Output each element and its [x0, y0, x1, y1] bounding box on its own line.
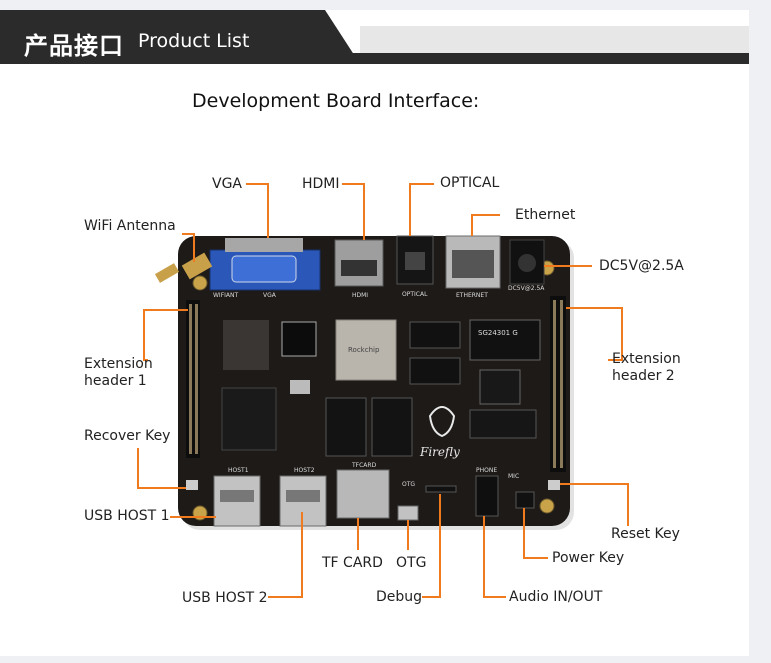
ram-chip-2	[409, 357, 461, 385]
ethernet-transformer	[469, 319, 541, 361]
label-tf-card: TF CARD	[322, 555, 383, 571]
leader-wifi	[182, 233, 195, 262]
silk-host2: HOST2	[294, 467, 315, 474]
recover-key	[186, 480, 198, 490]
content-panel: 产品接口 Product List Development Board Inte…	[0, 10, 749, 656]
wifi-antenna-connector	[181, 252, 213, 280]
silk-host1: HOST1	[228, 467, 249, 474]
silk-tfcard: TFCARD	[351, 462, 377, 469]
label-ethernet: Ethernet	[515, 207, 576, 223]
header-tab	[0, 10, 360, 64]
soc-chip-label: Rockchip	[348, 346, 380, 354]
header-underline	[0, 53, 749, 64]
leader-audio	[483, 516, 506, 598]
label-usb-host-1: USB HOST 1	[84, 508, 170, 524]
leader-vga	[246, 183, 269, 238]
label-debug: Debug	[376, 589, 423, 605]
otg-port	[397, 505, 419, 521]
transformer-label: SG24301 G	[478, 329, 518, 337]
ram-chip-1	[409, 321, 461, 349]
reset-key	[548, 480, 560, 490]
extension-header-2	[550, 296, 566, 472]
silk-wifiant: WIFIANT	[213, 292, 239, 299]
soc-chip	[335, 319, 397, 381]
audio-jack	[475, 475, 499, 517]
label-vga: VGA	[212, 176, 243, 192]
board-diagram: Rockchip SG24301 G Firefly	[137, 183, 629, 598]
label-hdmi: HDMI	[302, 176, 340, 192]
header2-pins	[553, 300, 563, 468]
header-gray-strip	[360, 26, 749, 53]
leader-hdmi	[342, 183, 365, 240]
leader-ext1	[143, 309, 188, 361]
label-usb-host-2: USB HOST 2	[182, 590, 268, 606]
label-otg: OTG	[396, 555, 427, 571]
page-subtitle: Development Board Interface:	[192, 90, 480, 112]
leader-lines	[137, 183, 629, 598]
header-title-cn: 产品接口	[24, 32, 124, 60]
label-ext2-line2: header 2	[612, 368, 675, 384]
firefly-brand: Firefly	[419, 445, 460, 459]
leader-power	[523, 508, 548, 559]
ram-chip-4	[371, 397, 413, 457]
label-ext1-line1: Extension	[84, 356, 153, 372]
wifi-module-chip	[223, 320, 269, 370]
silk-mic: MIC	[508, 473, 519, 480]
silk-otg: OTG	[402, 481, 415, 488]
label-audio: Audio IN/OUT	[509, 589, 603, 605]
emmc-chip	[469, 409, 537, 439]
label-reset-key: Reset Key	[611, 526, 680, 542]
label-ext1-line2: header 1	[84, 373, 147, 389]
ram-chip-3	[325, 397, 367, 457]
leader-ext2	[566, 307, 623, 361]
leader-debug	[422, 494, 441, 598]
pcb	[178, 236, 570, 526]
firefly-logo: Firefly	[419, 406, 460, 459]
silk-phone: PHONE	[476, 467, 497, 474]
label-ext2-line1: Extension	[612, 351, 681, 367]
ethernet-phy-chip	[479, 369, 521, 405]
leader-ethernet	[471, 214, 500, 236]
label-wifi-antenna: WiFi Antenna	[84, 218, 176, 234]
tf-card-slot	[336, 469, 390, 519]
label-power-key: Power Key	[552, 550, 625, 566]
label-optical: OPTICAL	[440, 175, 500, 191]
pmic-area	[221, 387, 277, 451]
debug-header	[425, 485, 457, 493]
header-bar	[0, 10, 749, 64]
silk-hdmi: HDMI	[352, 292, 368, 299]
leader-optical	[409, 183, 434, 236]
leader-reset	[560, 483, 629, 526]
silk-optical: OPTICAL	[402, 291, 428, 298]
header1-pins	[189, 304, 198, 454]
silk-vga: VGA	[263, 292, 277, 299]
leader-usb2	[268, 512, 303, 598]
silk-dc: DC5V@2.5A	[508, 285, 545, 292]
leader-recover	[137, 448, 186, 489]
power-key	[515, 491, 535, 509]
silkscreen-labels: WIFIANT VGA HDMI OPTICAL ETHERNET DC5V@2…	[213, 285, 545, 488]
label-recover-key: Recover Key	[84, 428, 171, 444]
header-title-en: Product List	[138, 30, 250, 52]
label-dc-power: DC5V@2.5A	[599, 258, 684, 274]
vga-chip	[281, 321, 317, 357]
silk-ethernet: ETHERNET	[456, 292, 488, 299]
